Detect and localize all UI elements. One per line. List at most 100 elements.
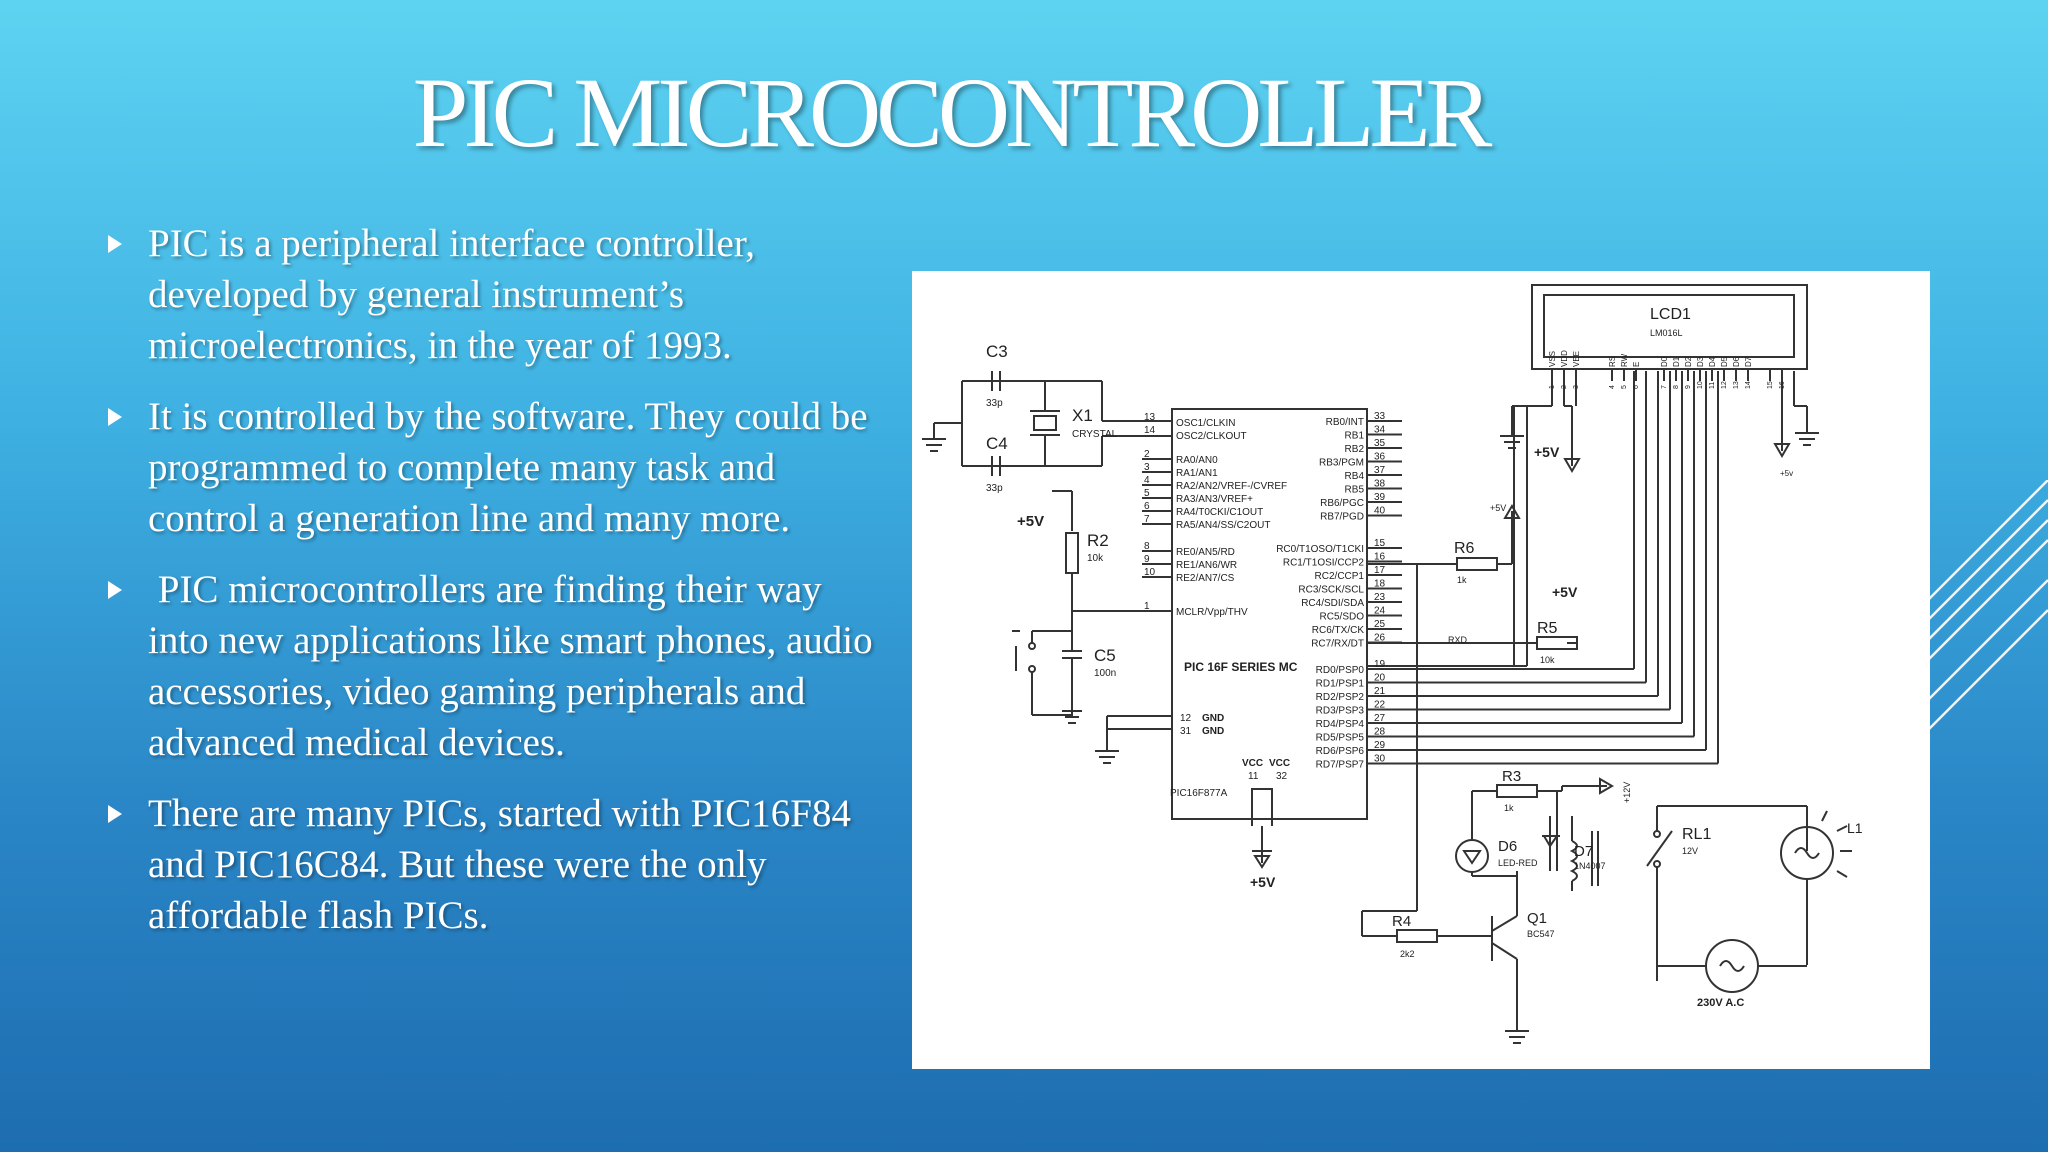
slide-title: PIC MICROCONTROLLER bbox=[412, 57, 1493, 168]
lcd-pin-number: 1 bbox=[1549, 385, 1556, 389]
label-r4-val: 2k2 bbox=[1400, 949, 1415, 959]
bullet-item: PIC is a peripheral interface controller… bbox=[104, 218, 874, 371]
mcu-right-pin-label: RB3/PGM bbox=[1319, 458, 1364, 469]
lcd-pin-label: E bbox=[1632, 362, 1641, 367]
bullet-text: PIC is a peripheral interface controller… bbox=[148, 222, 756, 367]
label-lcd-5v: +5V bbox=[1534, 444, 1560, 460]
mcu-right-pin-label: RC6/TX/CK bbox=[1312, 625, 1365, 636]
mcu-right-pin-label: RD3/PSP3 bbox=[1316, 706, 1365, 717]
mcu-left-pin-label: RE1/AN6/WR bbox=[1176, 560, 1237, 571]
bullet-item: PIC microcontrollers are finding their w… bbox=[104, 564, 874, 768]
lcd-pin-number: 16 bbox=[1779, 381, 1786, 389]
mcu-right-pin-number: 39 bbox=[1374, 492, 1386, 503]
schematic-svg: C3 33p C4 33p X1 CRYSTAL +5V R2 10k C5 1… bbox=[922, 284, 1863, 1044]
mcu-right-pin-label: RB6/PGC bbox=[1320, 498, 1364, 509]
mcu-left-pin-label: RA3/AN3/VREF+ bbox=[1176, 494, 1253, 505]
mcu-left-pin-label: RA1/AN1 bbox=[1176, 468, 1218, 479]
mcu-right-pin-label: RD1/PSP1 bbox=[1316, 679, 1365, 690]
mcu-left-pin-number: 2 bbox=[1144, 449, 1150, 460]
label-r5-val: 10k bbox=[1540, 655, 1555, 665]
lcd-pin-number: 13 bbox=[1733, 381, 1740, 389]
lcd-pin-label: D2 bbox=[1684, 356, 1693, 367]
label-lcd: LCD1 bbox=[1650, 306, 1691, 323]
label-gnd-2: GND bbox=[1202, 726, 1224, 737]
label-d7-val: 1N4007 bbox=[1574, 861, 1606, 871]
bullet-text: There are many PICs, started with PIC16F… bbox=[148, 792, 851, 937]
mcu-right-pin-label: RC7/RX/DT bbox=[1311, 639, 1364, 650]
mcu-right-pin-label: RC0/T1OSO/T1CKI bbox=[1276, 544, 1364, 555]
lcd-pin-number: 11 bbox=[1709, 382, 1716, 389]
mcu-right-pin-label: RB2 bbox=[1345, 444, 1365, 455]
mcu-right-pin-label: RB5 bbox=[1345, 485, 1365, 496]
mcu-right-pin-number: 25 bbox=[1374, 619, 1386, 630]
label-r2: R2 bbox=[1087, 531, 1109, 550]
lcd-pin-number: 15 bbox=[1767, 381, 1774, 389]
mcu-left-pin-number: 9 bbox=[1144, 554, 1150, 565]
mcu-right-pin-label: RC3/SCK/SCL bbox=[1298, 585, 1364, 596]
label-x1-val: CRYSTAL bbox=[1072, 429, 1118, 440]
mcu-right-pin-number: 23 bbox=[1374, 592, 1386, 603]
label-r2-val: 10k bbox=[1087, 553, 1104, 564]
mcu-left-pin-label: RA4/T0CKI/C1OUT bbox=[1176, 507, 1263, 518]
mcu-right-pin-label: RC2/CCP1 bbox=[1315, 571, 1365, 582]
bullet-item: It is controlled by the software. They c… bbox=[104, 391, 874, 544]
lcd-pin-label: D5 bbox=[1720, 356, 1729, 367]
mcu-right-pin-label: RD7/PSP7 bbox=[1316, 760, 1365, 771]
mcu-right-pin-number: 18 bbox=[1374, 579, 1386, 590]
mcu-left-pin-label: RE0/AN5/RD bbox=[1176, 547, 1235, 558]
lcd-body bbox=[1531, 284, 1808, 370]
bullet-arrow-icon bbox=[108, 235, 122, 253]
lcd-pin-label: VSS bbox=[1548, 351, 1557, 367]
lcd-pin-number: 4 bbox=[1609, 385, 1616, 389]
label-rl1: RL1 bbox=[1682, 826, 1711, 843]
lcd-pin-label: RS bbox=[1608, 356, 1617, 367]
label-vcc-1: VCC bbox=[1242, 758, 1263, 769]
bullet-arrow-icon bbox=[108, 408, 122, 426]
label-c4-val: 33p bbox=[986, 483, 1003, 494]
mcu-right-pin-number: 17 bbox=[1374, 565, 1386, 576]
lcd-pin-number: 14 bbox=[1745, 381, 1752, 389]
bullet-item: There are many PICs, started with PIC16F… bbox=[104, 788, 874, 941]
lcd-pin-label: VDD bbox=[1560, 350, 1569, 367]
mcu-left-pin-number: 6 bbox=[1144, 501, 1150, 512]
mcu-right-pin-number: 27 bbox=[1374, 713, 1386, 724]
mcu-right-pin-label: RD2/PSP2 bbox=[1316, 692, 1365, 703]
mcu-right-pin-label: RC5/SDO bbox=[1320, 612, 1365, 623]
label-gnd-pin2: 31 bbox=[1180, 726, 1192, 737]
mcu-right-pin-label: RC4/SDI/SDA bbox=[1301, 598, 1364, 609]
mcu-right-pin-number: 24 bbox=[1374, 606, 1386, 617]
bullet-arrow-icon bbox=[108, 581, 122, 599]
label-ac: 230V A.C bbox=[1697, 997, 1744, 1009]
lcd-pin-number: 7 bbox=[1661, 385, 1668, 389]
mcu-left-pin-label: OSC1/CLKIN bbox=[1176, 418, 1235, 429]
lcd-pin-label: RW bbox=[1620, 353, 1629, 367]
label-c3-val: 33p bbox=[986, 398, 1003, 409]
label-d7: D7 bbox=[1574, 843, 1593, 860]
mcu-right-pin-label: RB4 bbox=[1345, 471, 1365, 482]
mcu-left-pin-number: 10 bbox=[1144, 567, 1156, 578]
mcu-right-pin-number: 20 bbox=[1374, 673, 1386, 684]
mcu-left-pin-label: RA0/AN0 bbox=[1176, 455, 1218, 466]
mcu-right-pin-number: 30 bbox=[1374, 754, 1386, 765]
bullet-list: PIC is a peripheral interface controller… bbox=[104, 218, 874, 961]
label-r3: R3 bbox=[1502, 768, 1521, 785]
lcd-pin-number: 8 bbox=[1673, 385, 1680, 389]
label-r6: R6 bbox=[1454, 540, 1475, 557]
lcd-pin-label: D1 bbox=[1672, 356, 1681, 367]
label-c4: C4 bbox=[986, 434, 1008, 453]
mcu-right-pin-number: 22 bbox=[1374, 700, 1386, 711]
label-q1: Q1 bbox=[1527, 910, 1547, 927]
lcd-pin-label: D6 bbox=[1732, 356, 1741, 367]
mcu-right-pin-number: 15 bbox=[1374, 538, 1386, 549]
lcd-pin-number: 9 bbox=[1685, 385, 1692, 389]
decorative-lines bbox=[1918, 480, 2048, 741]
bullet-arrow-icon bbox=[108, 805, 122, 823]
label-r3-val: 1k bbox=[1504, 803, 1514, 813]
label-c3: C3 bbox=[986, 342, 1008, 361]
mcu-left-pin-label: RA5/AN4/SS/C2OUT bbox=[1176, 520, 1270, 531]
label-gnd-1: GND bbox=[1202, 713, 1224, 724]
mcu-left-pin-label: MCLR/Vpp/THV bbox=[1176, 607, 1248, 618]
mcu-left-pin-label: RE2/AN7/CS bbox=[1176, 573, 1235, 584]
mcu-left-pin-label: OSC2/CLKOUT bbox=[1176, 431, 1247, 442]
